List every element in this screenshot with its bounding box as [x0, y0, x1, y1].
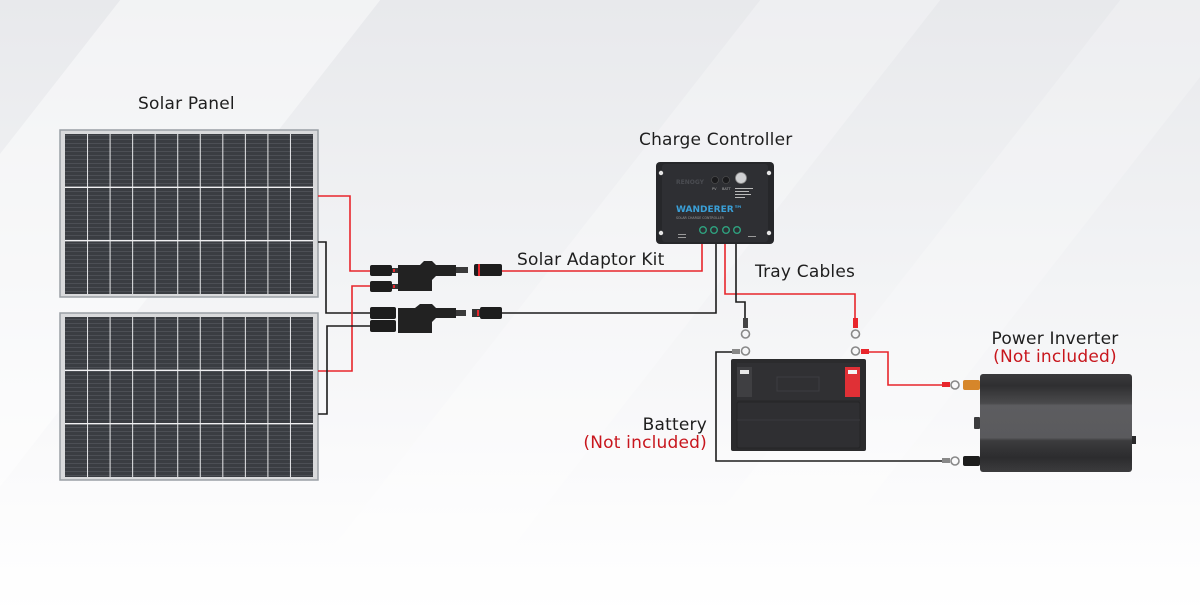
tray-cables-label: Tray Cables	[755, 262, 856, 282]
mc4-connector	[480, 307, 502, 319]
svg-text:RENOGY: RENOGY	[676, 179, 705, 186]
y-branch-connector	[398, 261, 456, 291]
inverter-negative-wire	[715, 351, 946, 462]
inverter-positive-wire	[868, 351, 946, 386]
mc4-connector	[474, 264, 502, 276]
negative-input-terminal	[963, 456, 980, 466]
pv-label: PV	[712, 187, 717, 191]
panel-wires	[318, 195, 946, 462]
battery-not-included: (Not included)	[583, 433, 707, 453]
mc4-connector	[370, 307, 396, 319]
panel1-negative-wire	[318, 241, 372, 314]
adaptor-negative-wire	[500, 236, 717, 314]
panel-grid	[65, 317, 313, 477]
ring-terminal	[950, 380, 960, 390]
adaptor-positive-wire	[500, 236, 703, 272]
batt-label: BATT	[722, 187, 732, 191]
ring-terminal	[850, 346, 861, 356]
solar-adaptor-kit	[370, 261, 502, 333]
panel1-positive-wire	[318, 195, 372, 272]
panel-grid	[65, 134, 313, 294]
negative-terminal	[737, 367, 752, 397]
charge-controller-label: Charge Controller	[639, 130, 793, 150]
power-inverter-label: Power Inverter	[991, 329, 1119, 349]
solar-panel-2	[59, 312, 319, 481]
controller-button	[735, 172, 747, 184]
battery-label: Battery	[642, 415, 707, 435]
y-branch-connector	[398, 304, 456, 333]
charge-controller: RENOGY PV BATT WANDERER™ SOLAR CHARGE CO…	[656, 162, 774, 244]
controller-subtitle: SOLAR CHARGE CONTROLLER	[676, 216, 725, 220]
power-inverter	[963, 374, 1136, 472]
ring-terminals	[732, 318, 960, 466]
mc4-connector	[370, 320, 396, 332]
battery	[731, 359, 866, 451]
solar-panel-1	[59, 129, 319, 298]
ring-terminal	[740, 346, 751, 356]
controller-terminals	[699, 225, 742, 234]
positive-input-terminal	[963, 380, 980, 390]
power-inverter-not-included: (Not included)	[993, 347, 1117, 367]
solar-adaptor-kit-label: Solar Adaptor Kit	[517, 250, 665, 270]
tray-negative-wire	[735, 236, 746, 323]
tray-positive-wire	[724, 236, 856, 323]
mc4-connector	[370, 281, 392, 292]
panel2-positive-wire	[318, 285, 372, 372]
batt-indicator-led	[722, 176, 730, 184]
ring-terminal	[740, 329, 751, 339]
ring-terminal	[950, 456, 960, 466]
panel2-negative-wire	[318, 325, 372, 415]
ring-terminal	[850, 329, 861, 339]
controller-brand: WANDERER™	[676, 205, 743, 215]
positive-terminal	[845, 367, 860, 397]
solar-panel-label: Solar Panel	[138, 94, 235, 114]
pv-indicator-led	[711, 176, 719, 184]
mc4-connector	[370, 265, 392, 276]
